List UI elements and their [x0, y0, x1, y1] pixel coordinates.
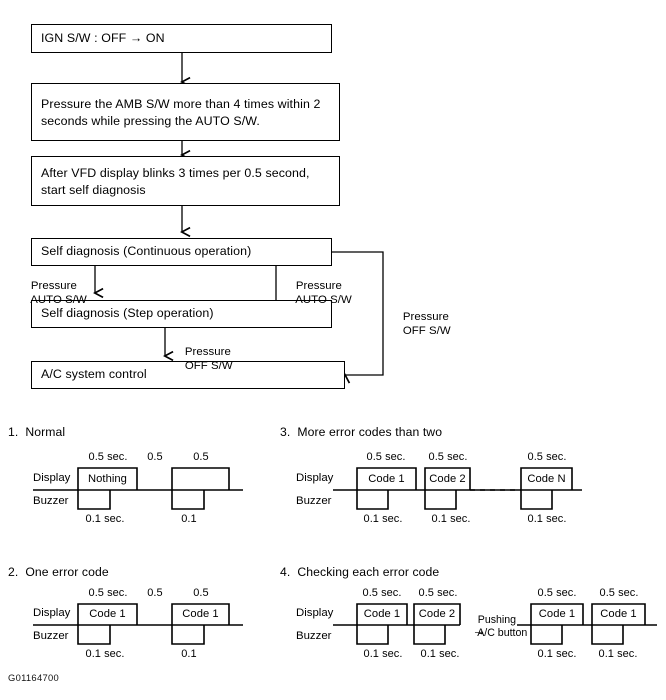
- section-2-display-label: Display: [33, 607, 71, 619]
- section-4-bottom-label-3: 0.1 sec.: [598, 648, 638, 660]
- section-3-top-label-2: 0.5 sec.: [527, 451, 567, 463]
- section-4-display-label: Display: [296, 607, 334, 619]
- section-2-top-label-0: 0.5 sec.: [88, 587, 128, 599]
- section-3-pulse-text-0: Code 1: [368, 473, 405, 485]
- section-4-bottom-label-0: 0.1 sec.: [363, 648, 403, 660]
- flow-node-press-amb-line1: Pressure the AMB S/W more than 4 times w…: [41, 96, 321, 111]
- section-3-bottom-label-0: 0.1 sec.: [363, 513, 403, 525]
- section-4-buzzer-label: Buzzer: [296, 630, 332, 642]
- flow-node-ac-system-control-label: A/C system control: [41, 367, 147, 382]
- section-3-display-label: Display: [296, 472, 334, 484]
- section-3-heading: 3. More error codes than two: [280, 425, 443, 439]
- section-4-pulse-text-0: Code 1: [363, 608, 401, 620]
- section-3-top-label-1: 0.5 sec.: [428, 451, 468, 463]
- section-3-bottom-label-2: 0.1 sec.: [527, 513, 567, 525]
- flow-node-vfd: After VFD display blinks 3 times per 0.5…: [31, 156, 340, 206]
- section-1-top-label-0: 0.5 sec.: [88, 451, 128, 463]
- flow-edge-label-mid-auto-line1: Pressure: [295, 279, 342, 292]
- section-4-pushing-note: Pushing A/C button: [466, 601, 527, 654]
- section-2-top-label-1: 0.5: [147, 587, 163, 599]
- flow-edge-label-down-off-line2: OFF S/W: [184, 360, 233, 373]
- document-id-code: G01164700: [8, 672, 60, 683]
- flow-edge-label-left-auto-line1: Pressure: [30, 279, 77, 292]
- flow-edge-label-mid-auto: Pressure AUTO S/W: [283, 264, 352, 322]
- flow-node-press-amb-line2: seconds while pressing the AUTO S/W.: [41, 114, 260, 128]
- section-2-bottom-label-1: 0.1: [181, 648, 197, 660]
- section-4-transition-arrow-icon: →: [472, 622, 486, 638]
- flow-edge-label-right-off: Pressure OFF S/W: [390, 295, 451, 353]
- section-2-pulse-text-0: Code 1: [89, 608, 126, 620]
- section-1-heading: 1. Normal: [8, 425, 66, 439]
- section-4-bottom-label-2: 0.1 sec.: [537, 648, 577, 660]
- flow-edge-label-right-off-line2: OFF S/W: [402, 325, 451, 338]
- flow-node-vfd-line1: After VFD display blinks 3 times per 0.5…: [41, 165, 310, 180]
- section-4-pulse-text-1: Code 2: [418, 608, 456, 620]
- flow-node-self-diagnosis-continuous-label: Self diagnosis (Continuous operation): [41, 244, 252, 259]
- section-3-bottom-label-1: 0.1 sec.: [431, 513, 471, 525]
- section-2-pulse-text-1: Code 1: [182, 608, 219, 620]
- section-1-pulse-text-0: Nothing: [88, 473, 127, 485]
- flow-edge-label-down-off: Pressure OFF S/W: [172, 330, 233, 388]
- section-2-bottom-label-0: 0.1 sec.: [85, 648, 125, 660]
- flow-edge-label-right-off-line1: Pressure: [402, 310, 449, 323]
- section-4-top-label-1: 0.5 sec.: [418, 587, 458, 599]
- flow-edge-label-down-off-line1: Pressure: [184, 345, 231, 358]
- section-4-top-label-3: 0.5 sec.: [599, 587, 639, 599]
- flow-node-ac-system-control: A/C system control: [31, 361, 345, 389]
- section-2-top-label-2: 0.5: [193, 587, 209, 599]
- flow-node-self-diagnosis-step-label: Self diagnosis (Step operation): [41, 306, 214, 321]
- section-3-pulse-text-1: Code 2: [429, 473, 466, 485]
- section-4-bottom-label-1: 0.1 sec.: [420, 648, 460, 660]
- section-1-bottom-label-0: 0.1 sec.: [85, 513, 125, 525]
- section-4-pulse-text-3: Code 1: [600, 608, 637, 620]
- section-3-buzzer-label: Buzzer: [296, 495, 332, 507]
- section-4-top-label-0: 0.5 sec.: [362, 587, 402, 599]
- section-4-pushing-note-line1: Pushing: [477, 614, 517, 627]
- flow-node-self-diagnosis-continuous: Self diagnosis (Continuous operation): [31, 238, 332, 266]
- section-3-top-label-0: 0.5 sec.: [366, 451, 406, 463]
- section-3-pulse-text-2: Code N: [527, 473, 566, 485]
- section-4-top-label-2: 0.5 sec.: [537, 587, 577, 599]
- section-4-pulse-text-2: Code 1: [538, 608, 576, 620]
- section-4-pushing-note-line2: A/C button: [477, 627, 528, 640]
- flow-edge-label-mid-auto-line2: AUTO S/W: [295, 294, 352, 307]
- section-1-buzzer-label: Buzzer: [33, 495, 69, 507]
- flow-node-self-diagnosis-step: Self diagnosis (Step operation): [31, 300, 332, 328]
- flow-edge-label-left-auto: Pressure AUTO S/W: [18, 264, 87, 322]
- section-1-top-label-1: 0.5: [147, 451, 163, 463]
- section-1-bottom-label-1: 0.1: [181, 513, 197, 525]
- section-1-display-label: Display: [33, 472, 71, 484]
- flow-edge-label-left-auto-line2: AUTO S/W: [30, 294, 87, 307]
- flow-node-ign: IGN S/W : OFF → ON: [31, 24, 332, 53]
- section-4-heading: 4. Checking each error code: [280, 565, 440, 579]
- section-2-heading: 2. One error code: [8, 565, 109, 579]
- flow-node-vfd-line2: start self diagnosis: [41, 183, 146, 197]
- section-2-buzzer-label: Buzzer: [33, 630, 69, 642]
- flow-node-ign-label: IGN S/W : OFF → ON: [41, 30, 165, 45]
- section-1-top-label-2: 0.5: [193, 451, 209, 463]
- flow-node-press-amb: Pressure the AMB S/W more than 4 times w…: [31, 83, 340, 141]
